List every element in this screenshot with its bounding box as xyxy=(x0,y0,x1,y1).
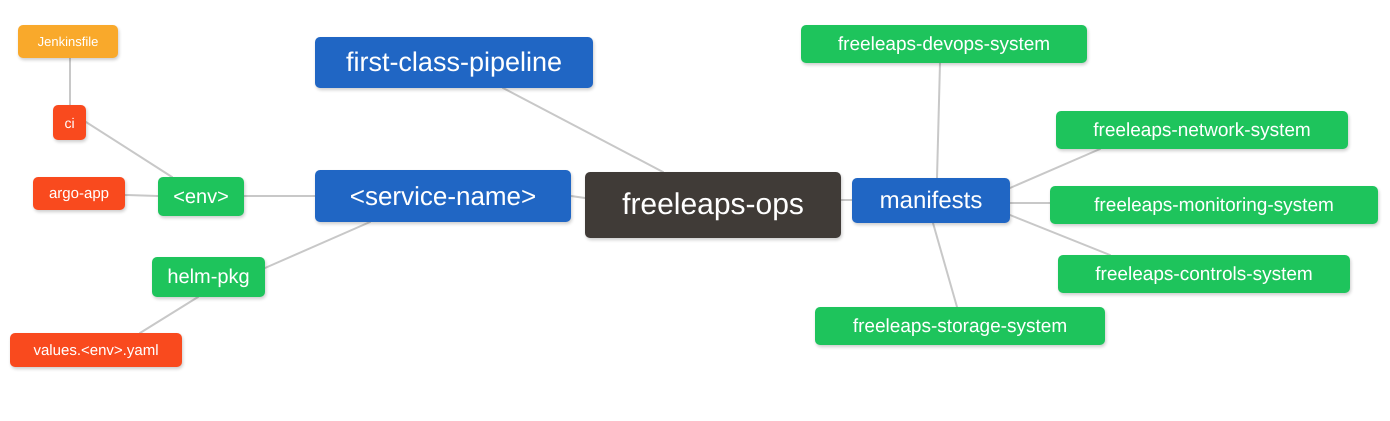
edge-e-manifests-network xyxy=(1009,148,1101,189)
edge-e-manifests-storage xyxy=(932,222,958,308)
node-label-helm-pkg: helm-pkg xyxy=(167,266,250,288)
node-jenkinsfile[interactable]: Jenkinsfile xyxy=(18,25,118,58)
node-label-manifests: manifests xyxy=(879,186,983,214)
edge-e-valuesyaml-helmpkg xyxy=(139,296,199,334)
node-label-devops-system: freeleaps-devops-system xyxy=(837,33,1051,55)
node-label-controls-system: freeleaps-controls-system xyxy=(1095,263,1313,285)
edge-e-pipeline-ops xyxy=(502,87,664,173)
node-service-name[interactable]: <service-name> xyxy=(315,170,571,222)
edge-e-helmpkg-servicename xyxy=(264,221,371,269)
node-ci[interactable]: ci xyxy=(53,105,86,140)
node-label-network-system: freeleaps-network-system xyxy=(1093,119,1311,141)
node-label-jenkinsfile: Jenkinsfile xyxy=(37,34,99,49)
node-env[interactable]: <env> xyxy=(158,177,244,216)
edge-e-manifests-devops xyxy=(936,62,941,179)
node-network-system[interactable]: freeleaps-network-system xyxy=(1056,111,1348,149)
node-label-values-yaml: values.<env>.yaml xyxy=(33,341,159,359)
node-label-env: <env> xyxy=(173,185,229,208)
node-label-freeleaps-ops: freeleaps-ops xyxy=(622,188,804,221)
node-monitoring-system[interactable]: freeleaps-monitoring-system xyxy=(1050,186,1378,224)
node-helm-pkg[interactable]: helm-pkg xyxy=(152,257,265,297)
edge-e-servicename-ops xyxy=(570,195,586,199)
node-label-argo-app: argo-app xyxy=(48,185,110,202)
node-devops-system[interactable]: freeleaps-devops-system xyxy=(801,25,1087,63)
edge-e-ci-env xyxy=(85,121,173,178)
node-argo-app[interactable]: argo-app xyxy=(33,177,125,210)
node-manifests[interactable]: manifests xyxy=(852,178,1010,223)
node-label-first-class-pipeline: first-class-pipeline xyxy=(345,47,563,77)
node-first-class-pipeline[interactable]: first-class-pipeline xyxy=(315,37,593,88)
node-label-service-name: <service-name> xyxy=(349,181,537,211)
edge-e-argoapp-env xyxy=(124,194,159,197)
node-values-yaml[interactable]: values.<env>.yaml xyxy=(10,333,182,367)
node-label-storage-system: freeleaps-storage-system xyxy=(852,315,1068,337)
node-storage-system[interactable]: freeleaps-storage-system xyxy=(815,307,1105,345)
node-label-monitoring-system: freeleaps-monitoring-system xyxy=(1094,194,1334,216)
node-controls-system[interactable]: freeleaps-controls-system xyxy=(1058,255,1350,293)
node-label-ci: ci xyxy=(64,114,75,131)
node-freeleaps-ops[interactable]: freeleaps-ops xyxy=(585,172,841,238)
